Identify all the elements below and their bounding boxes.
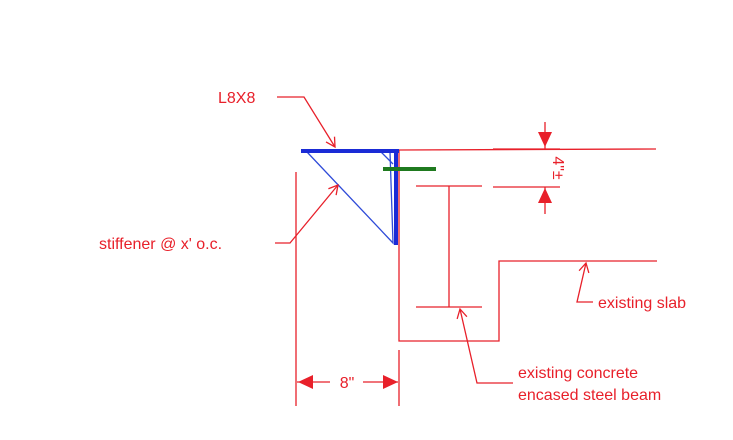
beam-label-line1: existing concrete	[518, 365, 638, 382]
angle-leader	[277, 96, 336, 149]
stiffener-label: stiffener @ x' o.c.	[99, 236, 222, 253]
stiffener-plate	[305, 151, 394, 245]
beam-leader	[456, 307, 513, 384]
beam-label-line2: encased steel beam	[518, 387, 661, 404]
width-dimension-label: 8"	[340, 375, 355, 392]
slab-leader	[576, 261, 593, 303]
stiffener-chamfer	[380, 151, 394, 165]
angle-label: L8X8	[218, 90, 255, 107]
width-arrow-left	[298, 375, 313, 389]
encasement-outline	[398, 150, 657, 342]
slab-label: existing slab	[598, 295, 686, 312]
width-arrow-right	[383, 375, 398, 389]
depth-dimension-label: 4"±	[549, 156, 566, 180]
depth-arrow-top	[538, 132, 552, 147]
depth-arrow-bottom	[538, 188, 552, 203]
stiffener-leader	[275, 183, 339, 244]
